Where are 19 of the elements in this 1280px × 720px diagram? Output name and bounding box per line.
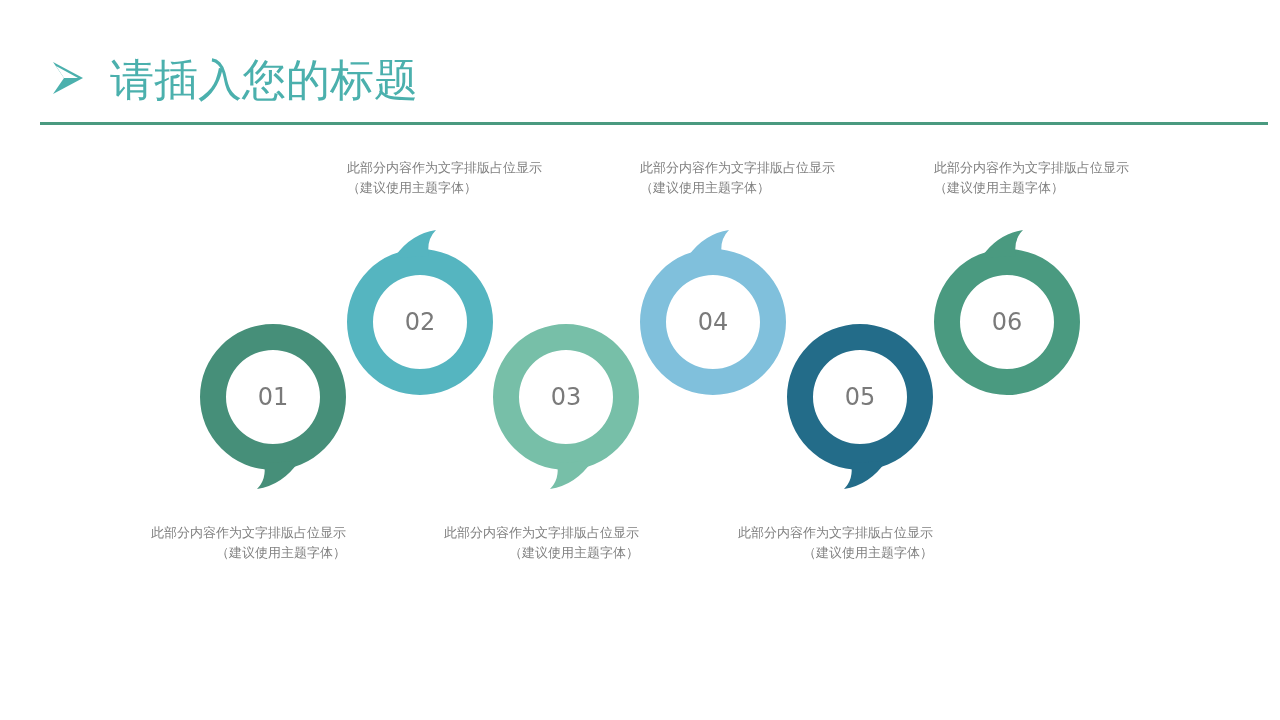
step-number: 06 [990,307,1024,337]
description-text: 此部分内容作为文字排版占位显示 [640,159,835,177]
description-text: （建议使用主题字体） [640,179,770,197]
step-number: 04 [696,307,730,337]
step-number: 03 [549,382,583,412]
description-text: （建议使用主题字体） [347,179,477,197]
description-text: （建议使用主题字体） [509,544,639,562]
title: 请插入您的标题 [110,53,418,107]
description-text: 此部分内容作为文字排版占位显示 [738,524,933,542]
description-text: 此部分内容作为文字排版占位显示 [444,524,639,542]
description-text: 此部分内容作为文字排版占位显示 [151,524,346,542]
description-text: （建议使用主题字体） [216,544,346,562]
step-number: 02 [403,307,437,337]
description-text: 此部分内容作为文字排版占位显示 [934,159,1129,177]
step-number: 01 [256,382,290,412]
step-number: 05 [843,382,877,412]
description-text: （建议使用主题字体） [934,179,1064,197]
description-text: 此部分内容作为文字排版占位显示 [347,159,542,177]
description-text: （建议使用主题字体） [803,544,933,562]
